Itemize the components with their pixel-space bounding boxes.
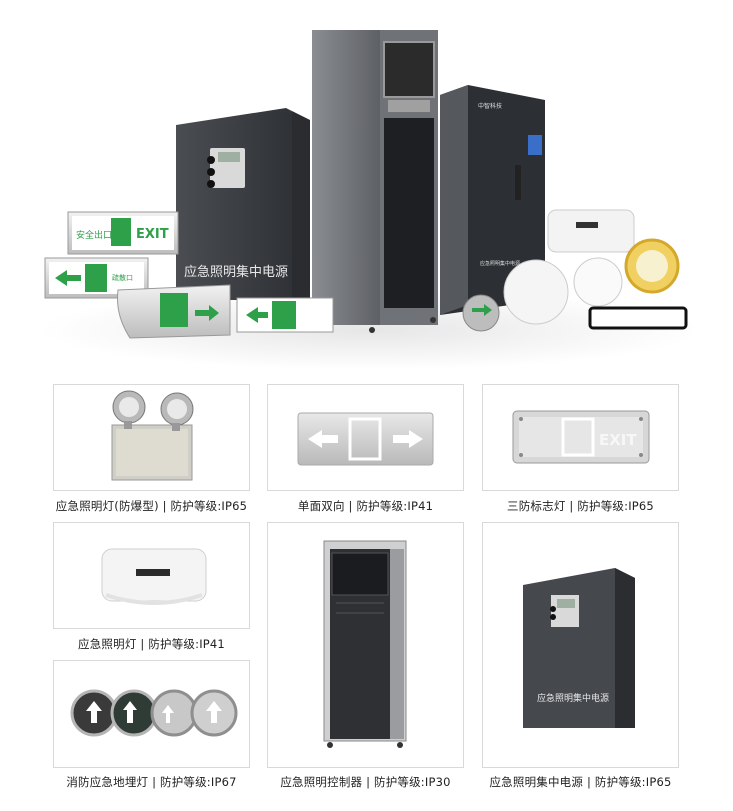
triproof-sign-image: EXIT <box>512 410 650 464</box>
power-cabinet-panel-text: 应急照明集中电源 <box>537 692 609 704</box>
exit-sign-curved <box>117 284 231 339</box>
exit-sign-2: 疏散口 <box>44 257 149 299</box>
explosion-proof-light-image <box>111 390 194 481</box>
caption-double-arrow: 单面双向 | 防护等级:IP41 <box>297 499 434 513</box>
caption-explosion-proof: 应急照明灯(防爆型) | 防护等级:IP65 <box>55 499 248 513</box>
triproof-exit-text: EXIT <box>599 431 637 449</box>
emergency-light-image <box>101 548 207 605</box>
exit-sign-1: 安全出口 EXIT <box>67 211 179 255</box>
caption-power-cabinet: 应急照明集中电源 | 防护等级:IP65 <box>489 775 672 789</box>
caption-floor-lights: 消防应急地埋灯 | 防护等级:IP67 <box>66 775 237 789</box>
product-card-double-arrow[interactable] <box>267 384 464 491</box>
exit-small-text: 疏散口 <box>112 273 133 282</box>
power-cabinet-left: 应急照明集中电源 <box>176 108 310 300</box>
floor-light-4 <box>190 689 238 737</box>
controller-cabinet-image <box>323 540 407 748</box>
product-card-explosion-proof[interactable] <box>53 384 250 491</box>
caption-controller: 应急照明控制器 | 防护等级:IP30 <box>280 775 451 789</box>
power-cabinet-right: 中智科技 应急照明集中电源 <box>440 85 545 315</box>
controller-cabinet-tall <box>312 30 438 333</box>
floor-light-3 <box>150 689 198 737</box>
brand-label: 中智科技 <box>478 102 502 110</box>
caption-triproof: 三防标志灯 | 防护等级:IP65 <box>507 499 654 513</box>
power-cabinet-image: 应急照明集中电源 <box>523 568 635 728</box>
double-arrow-sign-image <box>297 412 434 466</box>
product-card-emergency-light[interactable] <box>53 522 250 629</box>
cabinet-left-label: 应急照明集中电源 <box>184 264 288 280</box>
floor-light-2 <box>110 689 158 737</box>
safe-exit-text: 安全出口 <box>76 229 112 241</box>
exit-sign-3 <box>236 297 334 333</box>
exit-text: EXIT <box>136 227 169 242</box>
caption-emergency-light: 应急照明灯 | 防护等级:IP41 <box>78 637 225 651</box>
floor-lights-image <box>70 689 238 737</box>
product-card-controller[interactable] <box>267 522 464 768</box>
round-lights <box>462 209 688 332</box>
product-card-floor-lights[interactable] <box>53 660 250 768</box>
product-card-triproof[interactable]: EXIT <box>482 384 679 491</box>
floor-light-1 <box>70 689 118 737</box>
cabinet-right-label: 应急照明集中电源 <box>480 260 520 267</box>
hero-product-collage: 应急照明集中电源 中智科技 应急照明集中电源 安全出口 EXIT 疏散口 <box>40 30 700 370</box>
product-card-power-cabinet[interactable]: 应急照明集中电源 <box>482 522 679 768</box>
